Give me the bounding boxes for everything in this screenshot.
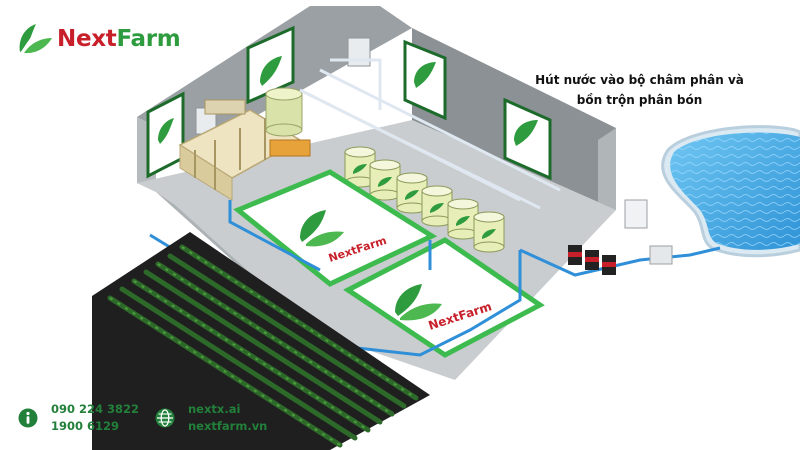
pump-station	[568, 199, 673, 275]
brand-name-part2: Farm	[116, 26, 181, 52]
caption-line-2: bồn trộn phân bón	[576, 93, 703, 107]
floor-sign-1: NextFarm	[233, 169, 438, 287]
process-caption: Hút nước vào bộ châm phân và bồn trộn ph…	[522, 70, 757, 110]
phone-contact: 090 224 3822 1900 6129	[18, 401, 139, 435]
control-cabinet	[347, 37, 371, 67]
info-icon	[18, 408, 38, 428]
phone-number-2[interactable]: 1900 6129	[51, 419, 120, 433]
wall-posters	[146, 25, 552, 181]
storage-tank	[265, 87, 303, 137]
globe-icon	[155, 408, 175, 428]
brand-name: NextFarm	[57, 26, 181, 52]
brand-logo: NextFarm	[16, 22, 181, 56]
phone-number-1[interactable]: 090 224 3822	[51, 402, 140, 416]
leaf-logo-icon	[19, 24, 52, 54]
crop-field	[92, 232, 430, 450]
website-link-1[interactable]: nextx.ai	[188, 402, 241, 416]
brand-name-part1: Next	[57, 26, 117, 52]
website-link-2[interactable]: nextfarm.vn	[188, 419, 268, 433]
floor-sign-2: NextFarm	[343, 237, 545, 358]
website-contact: nextx.ai nextfarm.vn	[155, 401, 267, 435]
caption-line-1: Hút nước vào bộ châm phân và	[535, 73, 744, 87]
water-reservoir	[661, 125, 800, 258]
mixing-tanks	[344, 146, 505, 253]
overhead-pipes	[299, 58, 561, 210]
